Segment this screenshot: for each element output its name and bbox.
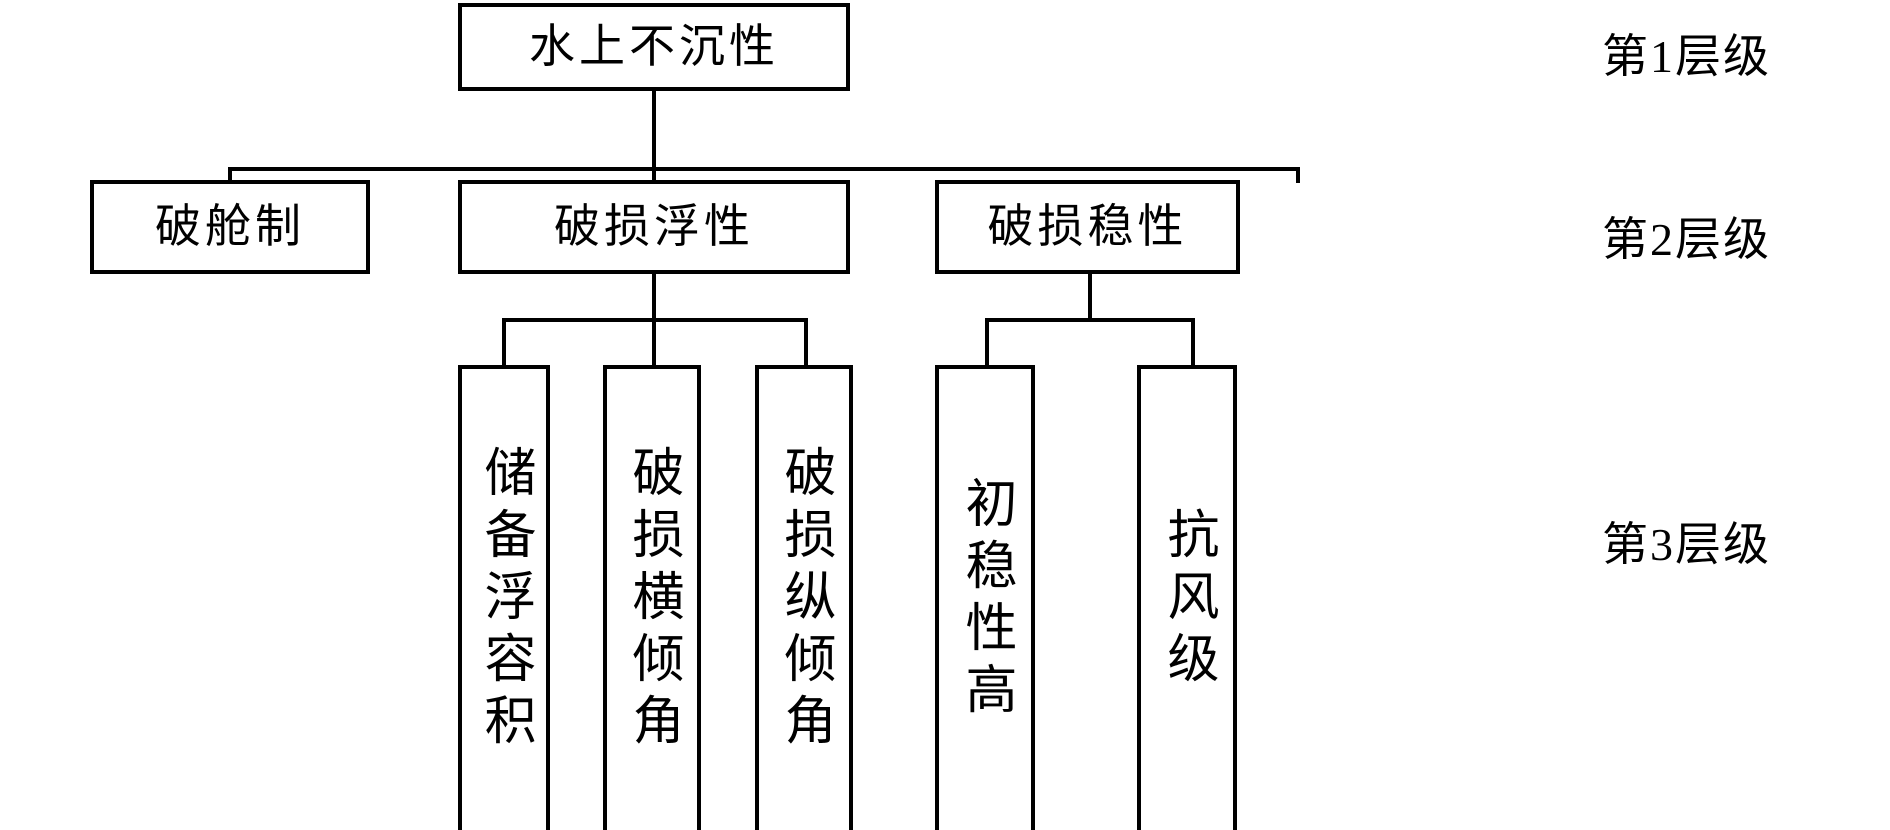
connector-drop-level2-3 [1296,167,1300,183]
tier-label-level-2: 第2层级 [1602,214,1771,265]
connector-drop-level3-1 [502,318,506,367]
node-level3-reserve-buoyancy-volume[interactable]: 储备浮容积 [458,365,550,830]
node-label: 抗风级 [1159,507,1216,693]
node-label: 破损纵倾角 [776,445,833,755]
node-label: 破损浮性 [554,200,754,252]
connector-drop-level3-5 [1191,318,1195,367]
connector-level2-bus [228,167,1300,171]
node-level3-initial-metacentric-height[interactable]: 初稳性高 [935,365,1035,830]
connector-drop-level3-4 [985,318,989,367]
node-level2-damaged-buoyancy[interactable]: 破损浮性 [458,180,850,274]
node-label: 水上不沉性 [529,20,779,72]
connector-drop-level2-1 [228,167,232,183]
connector-buoyancy-trunk [652,274,656,322]
connector-level1-trunk [652,91,656,169]
node-level2-damaged-stability[interactable]: 破损稳性 [935,180,1240,274]
node-label: 储备浮容积 [476,445,533,755]
node-level3-damaged-heel-angle[interactable]: 破损横倾角 [603,365,701,830]
connector-drop-level2-2 [652,167,656,183]
node-level3-damaged-trim-angle[interactable]: 破损纵倾角 [755,365,853,830]
connector-drop-level3-3 [804,318,808,367]
node-label: 破损稳性 [987,200,1188,252]
tier-label-level-1: 第1层级 [1602,31,1771,82]
node-label: 初稳性高 [957,476,1014,724]
node-level1-water-unsinkability[interactable]: 水上不沉性 [458,3,850,91]
connector-stability-bus [985,318,1195,322]
connector-drop-level3-2 [652,318,656,367]
node-label: 破舱制 [155,200,305,252]
node-level3-wind-resistance-grade[interactable]: 抗风级 [1137,365,1237,830]
tier-label-level-3: 第3层级 [1602,519,1771,570]
connector-stability-trunk [1088,274,1092,322]
node-level2-compartment-system[interactable]: 破舱制 [90,180,370,274]
node-label: 破损横倾角 [624,445,681,755]
